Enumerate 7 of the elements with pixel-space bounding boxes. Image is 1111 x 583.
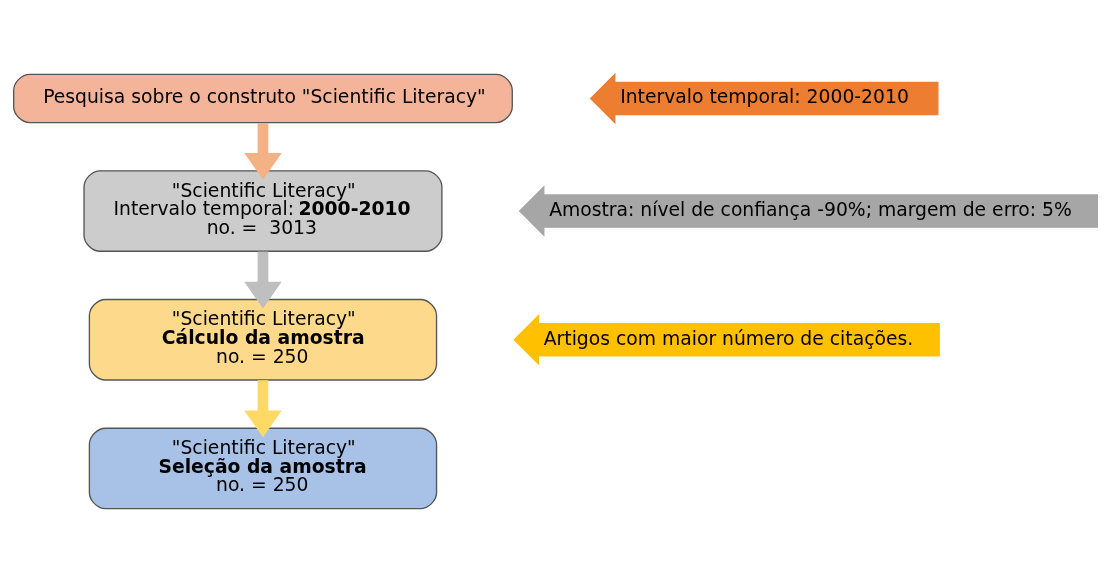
node-box: Pesquisa sobre o construto "Scientific Literacy" bbox=[13, 73, 513, 124]
arrow bbox=[244, 251, 282, 309]
node-box: "Scientific Literacy" Seleção da amostra no. = 250 bbox=[88, 427, 438, 510]
node-box: "Scientific Literacy" Intervalo temporal: 2000-2010 no. = 3013 bbox=[83, 170, 443, 252]
arrow bbox=[244, 380, 282, 438]
node-box: "Scientific Literacy" Cálculo da amostra no. = 250 bbox=[88, 298, 438, 381]
arrow bbox=[244, 123, 282, 180]
